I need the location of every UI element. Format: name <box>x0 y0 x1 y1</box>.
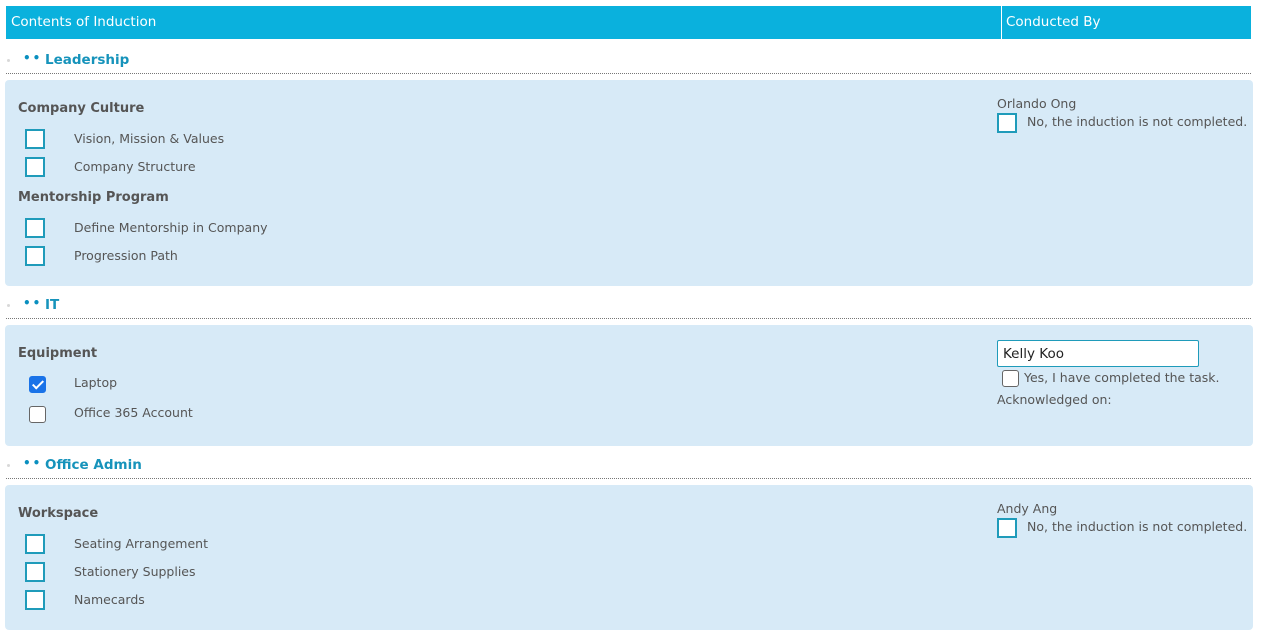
section-panel-office-admin: Workspace Seating Arrangement Stationery… <box>5 485 1253 630</box>
completion-checkbox[interactable] <box>997 113 1017 133</box>
group-label: Company Culture <box>18 101 145 116</box>
section-header-it[interactable]: •• IT <box>6 293 1251 319</box>
list-item: Stationery Supplies <box>5 560 905 584</box>
item-checkbox[interactable] <box>25 129 45 149</box>
conducted-by-name: Andy Ang <box>997 501 1058 516</box>
item-checkbox[interactable] <box>25 157 45 177</box>
laptop-checkbox[interactable] <box>29 376 46 393</box>
acknowledged-on-label: Acknowledged on: <box>997 392 1112 407</box>
item-label: Company Structure <box>74 159 196 174</box>
list-item: Progression Path <box>5 244 905 268</box>
item-label: Namecards <box>74 592 145 607</box>
double-dot-bullet-icon: •• <box>23 456 43 470</box>
list-item: Office 365 Account <box>5 403 905 427</box>
group-label: Workspace <box>18 506 99 521</box>
item-label: Seating Arrangement <box>74 536 208 551</box>
group-label: Mentorship Program <box>18 190 169 205</box>
item-label: Define Mentorship in Company <box>74 220 268 235</box>
list-item: Namecards <box>5 588 905 612</box>
list-item: Company Structure <box>5 155 905 179</box>
ack-checkbox-label: Yes, I have completed the task. <box>1024 370 1220 385</box>
conducted-by-name: Orlando Ong <box>997 96 1077 111</box>
section-title[interactable]: Leadership <box>45 52 130 68</box>
item-checkbox[interactable] <box>25 562 45 582</box>
section-header-leadership[interactable]: •• Leadership <box>6 48 1251 74</box>
bullet-dot-icon <box>7 304 10 307</box>
table-header: Contents of Induction Conducted By <box>6 6 1251 39</box>
completion-checkbox[interactable] <box>997 518 1017 538</box>
item-label: Vision, Mission & Values <box>74 131 225 146</box>
section-title[interactable]: Office Admin <box>45 457 142 473</box>
bullet-dot-icon <box>7 464 10 467</box>
item-label: Laptop <box>74 375 118 390</box>
completion-status: No, the induction is not completed. <box>1027 519 1248 534</box>
item-label: Progression Path <box>74 248 178 263</box>
group-label: Equipment <box>18 346 98 361</box>
item-checkbox[interactable] <box>25 534 45 554</box>
completion-status: No, the induction is not completed. <box>1027 114 1248 129</box>
header-conducted-by: Conducted By <box>1006 14 1101 30</box>
item-checkbox[interactable] <box>25 246 45 266</box>
list-item: Laptop <box>5 373 905 397</box>
ack-checkbox[interactable] <box>1002 370 1019 387</box>
header-contents-of-induction: Contents of Induction <box>6 6 1002 39</box>
item-checkbox[interactable] <box>25 218 45 238</box>
list-item: Define Mentorship in Company <box>5 216 905 240</box>
bullet-dot-icon <box>7 59 10 62</box>
section-panel-it: Equipment Laptop Office 365 Account Yes,… <box>5 325 1253 446</box>
item-checkbox[interactable] <box>25 590 45 610</box>
list-item: Vision, Mission & Values <box>5 127 905 151</box>
section-title[interactable]: IT <box>45 297 60 313</box>
item-label: Office 365 Account <box>74 405 193 420</box>
section-header-office-admin[interactable]: •• Office Admin <box>6 453 1251 479</box>
item-label: Stationery Supplies <box>74 564 196 579</box>
conducted-by-input[interactable] <box>997 340 1199 367</box>
list-item: Seating Arrangement <box>5 532 905 556</box>
office365-checkbox[interactable] <box>29 406 46 423</box>
double-dot-bullet-icon: •• <box>23 296 43 310</box>
double-dot-bullet-icon: •• <box>23 51 43 65</box>
section-panel-leadership: Company Culture Vision, Mission & Values… <box>5 80 1253 286</box>
